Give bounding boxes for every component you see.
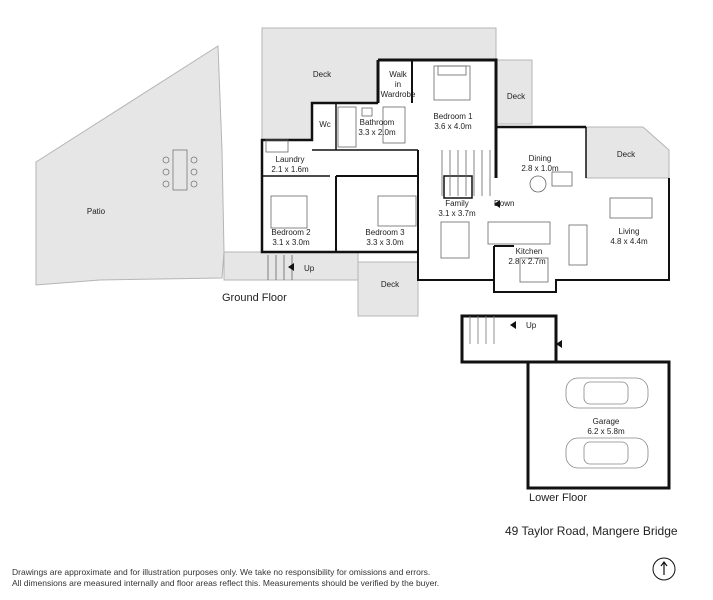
entry-arrows	[288, 200, 562, 348]
deck-bottom-area	[357, 261, 419, 317]
deck-top-label: Deck	[313, 70, 332, 79]
living-name: Living	[619, 227, 640, 236]
deck-bottom-label: Deck	[381, 280, 400, 289]
room-labels: Patio Deck Deck Deck Deck Walk in Wardro…	[87, 70, 648, 436]
wc-label: Wc	[319, 120, 331, 129]
deck-east-label: Deck	[617, 150, 636, 159]
ground-floor-fixtures	[265, 65, 653, 283]
living-dim: 4.8 x 4.4m	[610, 237, 648, 246]
bedroom3-name: Bedroom 3	[365, 228, 405, 237]
entry-arrow-icon	[494, 200, 500, 208]
entry-arrow-icon	[288, 263, 294, 271]
outdoor-areas	[35, 27, 670, 317]
bedroom1-name: Bedroom 1	[433, 112, 473, 121]
patio-label: Patio	[87, 207, 106, 216]
patio-area	[35, 45, 225, 286]
patio-table	[162, 149, 198, 191]
ground-floor-walls	[260, 58, 670, 293]
kitchen-dim: 2.8 x 2.7m	[508, 257, 546, 266]
disclaimer-line-2: All dimensions are measured internally a…	[12, 578, 440, 588]
entry-arrow-icon	[510, 321, 516, 329]
garage-dim: 6.2 x 5.8m	[587, 427, 625, 436]
entry-arrow-icon	[556, 340, 562, 348]
dining-dim: 2.8 x 1.0m	[521, 164, 559, 173]
bathroom-dim: 3.3 x 2.0m	[358, 128, 396, 137]
disclaimer: Drawings are approximate and for illustr…	[12, 567, 439, 589]
stair-down-label: Down	[494, 199, 514, 208]
garage-name: Garage	[593, 417, 620, 426]
address-suburb: Mangere Bridge	[592, 524, 678, 538]
bathroom-name: Bathroom	[360, 118, 395, 127]
bedroom2-name: Bedroom 2	[271, 228, 311, 237]
kitchen-name: Kitchen	[516, 247, 543, 256]
garage-cars	[565, 377, 649, 469]
dining-name: Dining	[529, 154, 552, 163]
family-name: Family	[445, 199, 469, 208]
stair-up-ground-label: Up	[304, 264, 315, 273]
bedroom1-dim: 3.6 x 4.0m	[434, 122, 472, 131]
address-street: 49 Taylor Road,	[505, 524, 589, 538]
wardrobe-label-1: Walk	[389, 70, 407, 79]
laundry-name: Laundry	[276, 155, 305, 164]
bedroom3-dim: 3.3 x 3.0m	[366, 238, 404, 247]
property-address: 49 Taylor Road, Mangere Bridge	[505, 524, 678, 538]
ground-floor-label: Ground Floor	[222, 292, 287, 304]
disclaimer-line-1: Drawings are approximate and for illustr…	[12, 567, 431, 577]
north-arrow-icon	[652, 557, 676, 581]
lower-floor-label: Lower Floor	[529, 492, 587, 504]
deck-right-label: Deck	[507, 92, 526, 101]
stair-up-lower-label: Up	[526, 321, 537, 330]
bedroom2-dim: 3.1 x 3.0m	[272, 238, 310, 247]
wardrobe-label-3: Wardrobe	[381, 90, 416, 99]
laundry-dim: 2.1 x 1.6m	[271, 165, 309, 174]
wardrobe-label-2: in	[395, 80, 401, 89]
family-dim: 3.1 x 3.7m	[438, 209, 476, 218]
lower-floor-walls	[460, 314, 671, 490]
